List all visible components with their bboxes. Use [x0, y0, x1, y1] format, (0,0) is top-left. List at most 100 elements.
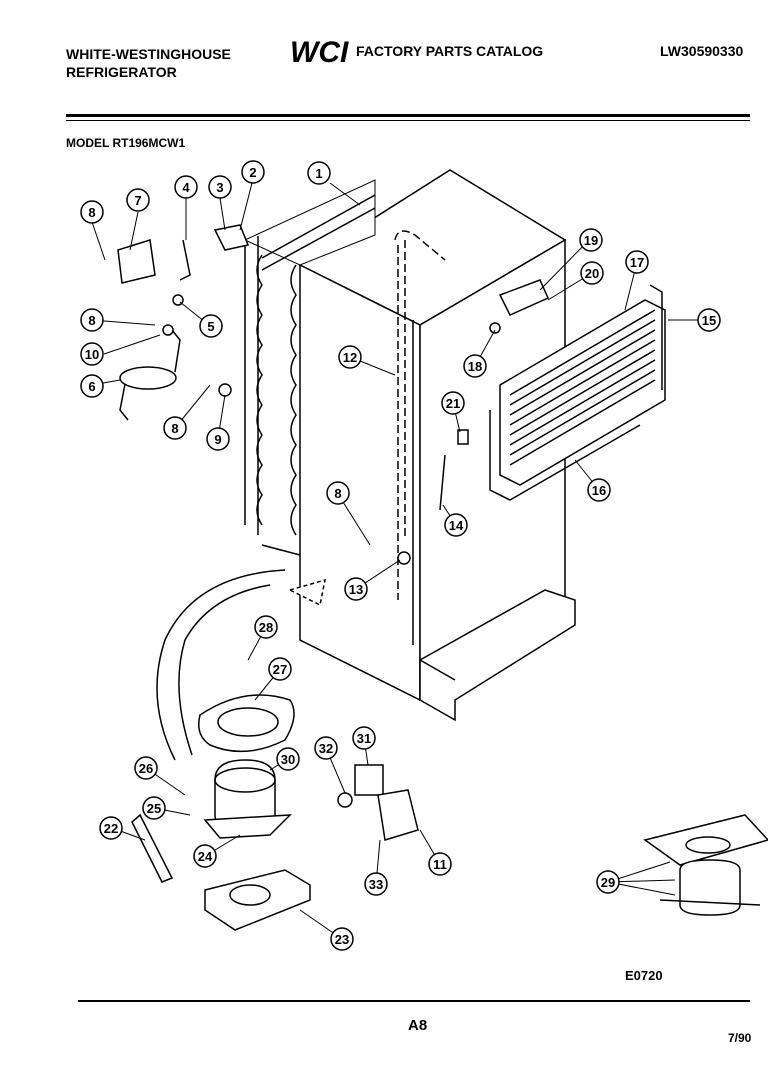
callout: 3 — [208, 175, 232, 199]
callout-label: 4 — [182, 180, 190, 195]
callout: 26 — [134, 756, 158, 780]
callout-label: 18 — [468, 359, 482, 374]
callout-label: 8 — [88, 205, 95, 220]
callout: 1 — [307, 161, 331, 185]
callout-label: 6 — [88, 379, 95, 394]
callout-label: 2 — [249, 165, 256, 180]
callout-label: 23 — [335, 932, 349, 947]
catalog-number: LW30590330 — [660, 43, 744, 59]
callout: 15 — [697, 308, 721, 332]
callout-label: 3 — [216, 180, 223, 195]
footer-rule — [78, 1000, 750, 1002]
callout-label: 24 — [198, 849, 213, 864]
wci-logo: WCI — [290, 36, 349, 69]
logo-text: WCI — [290, 36, 349, 69]
callout-label: 12 — [343, 350, 357, 365]
callout-label: 32 — [319, 741, 333, 756]
callout-label: 8 — [334, 486, 341, 501]
footer-date: 7/90 — [728, 1031, 752, 1045]
callout: 28 — [254, 615, 278, 639]
callout: 13 — [344, 577, 368, 601]
page-number: A8 — [408, 1017, 428, 1034]
callout-label: 8 — [171, 421, 178, 436]
relay-overload — [337, 764, 419, 841]
callout-label: 7 — [134, 193, 141, 208]
callout-label: 19 — [584, 233, 598, 248]
callout-label: 13 — [349, 582, 363, 597]
drain-pan — [198, 694, 295, 753]
callout-label: 9 — [214, 432, 221, 447]
callout: 29 — [596, 870, 620, 894]
condenser-coil — [243, 179, 376, 556]
callout: 18 — [463, 354, 487, 378]
callout: 8 — [326, 481, 350, 505]
callout: 8 — [163, 416, 187, 440]
callout: 16 — [587, 478, 611, 502]
callout-label: 33 — [369, 877, 383, 892]
callout: 30 — [276, 747, 300, 771]
callout-label: 15 — [702, 313, 716, 328]
evaporator — [489, 284, 666, 501]
drier — [131, 813, 174, 883]
callout-label: 17 — [630, 255, 644, 270]
callout: 23 — [330, 927, 354, 951]
power-cord — [119, 329, 181, 421]
clip — [213, 224, 250, 251]
callout: 25 — [142, 796, 166, 820]
callout-label: 11 — [433, 857, 447, 872]
compressor-assembly-alt — [643, 814, 768, 916]
callout-label: 14 — [449, 518, 464, 533]
callout: 27 — [268, 657, 292, 681]
callout-label: 31 — [357, 731, 371, 746]
callout-label: 8 — [88, 313, 95, 328]
callout: 19 — [579, 228, 603, 252]
compressor-base — [204, 869, 311, 931]
callout: 5 — [199, 314, 223, 338]
callout: 11 — [428, 852, 452, 876]
callout: 2 — [241, 160, 265, 184]
drain-tube — [156, 569, 326, 761]
suction-line-tube — [394, 230, 446, 600]
callout-label: 1 — [315, 166, 322, 181]
callout-label: 25 — [147, 801, 161, 816]
callout-label: 30 — [281, 752, 295, 767]
callout: 33 — [364, 872, 388, 896]
callout-label: 5 — [207, 319, 214, 334]
callout: 32 — [314, 736, 338, 760]
callout: 8 — [80, 308, 104, 332]
callout-label: 21 — [446, 396, 460, 411]
callout: 22 — [99, 816, 123, 840]
callout: 6 — [80, 374, 104, 398]
callout: 31 — [352, 726, 376, 750]
callout: 10 — [80, 342, 104, 366]
callout: 9 — [206, 427, 230, 451]
header-rule — [66, 114, 750, 117]
callout: 14 — [444, 513, 468, 537]
bracket — [117, 239, 156, 284]
figure-code: E0720 — [625, 968, 663, 983]
compressor — [203, 759, 292, 839]
brand-line-1: WHITE-WESTINGHOUSE — [66, 46, 231, 62]
callout-label: 27 — [273, 662, 287, 677]
callout-label: 16 — [592, 483, 606, 498]
callout-label: 20 — [585, 266, 599, 281]
callout: 17 — [625, 250, 649, 274]
callout-label: 28 — [259, 620, 273, 635]
callout: 12 — [338, 345, 362, 369]
model-label: MODEL RT196MCW1 — [66, 136, 186, 150]
refrigerator-cabinet — [298, 169, 576, 722]
callout: 4 — [174, 175, 198, 199]
brand-line-2: REFRIGERATOR — [66, 64, 177, 80]
catalog-title: FACTORY PARTS CATALOG — [356, 43, 544, 59]
callout: 24 — [193, 844, 217, 868]
callout-label: 29 — [601, 875, 615, 890]
header-rule-thin — [66, 120, 750, 121]
callout-label: 10 — [85, 347, 99, 362]
callout: 21 — [441, 391, 465, 415]
callout: 7 — [126, 188, 150, 212]
callout: 8 — [80, 200, 104, 224]
callout: 20 — [580, 261, 604, 285]
